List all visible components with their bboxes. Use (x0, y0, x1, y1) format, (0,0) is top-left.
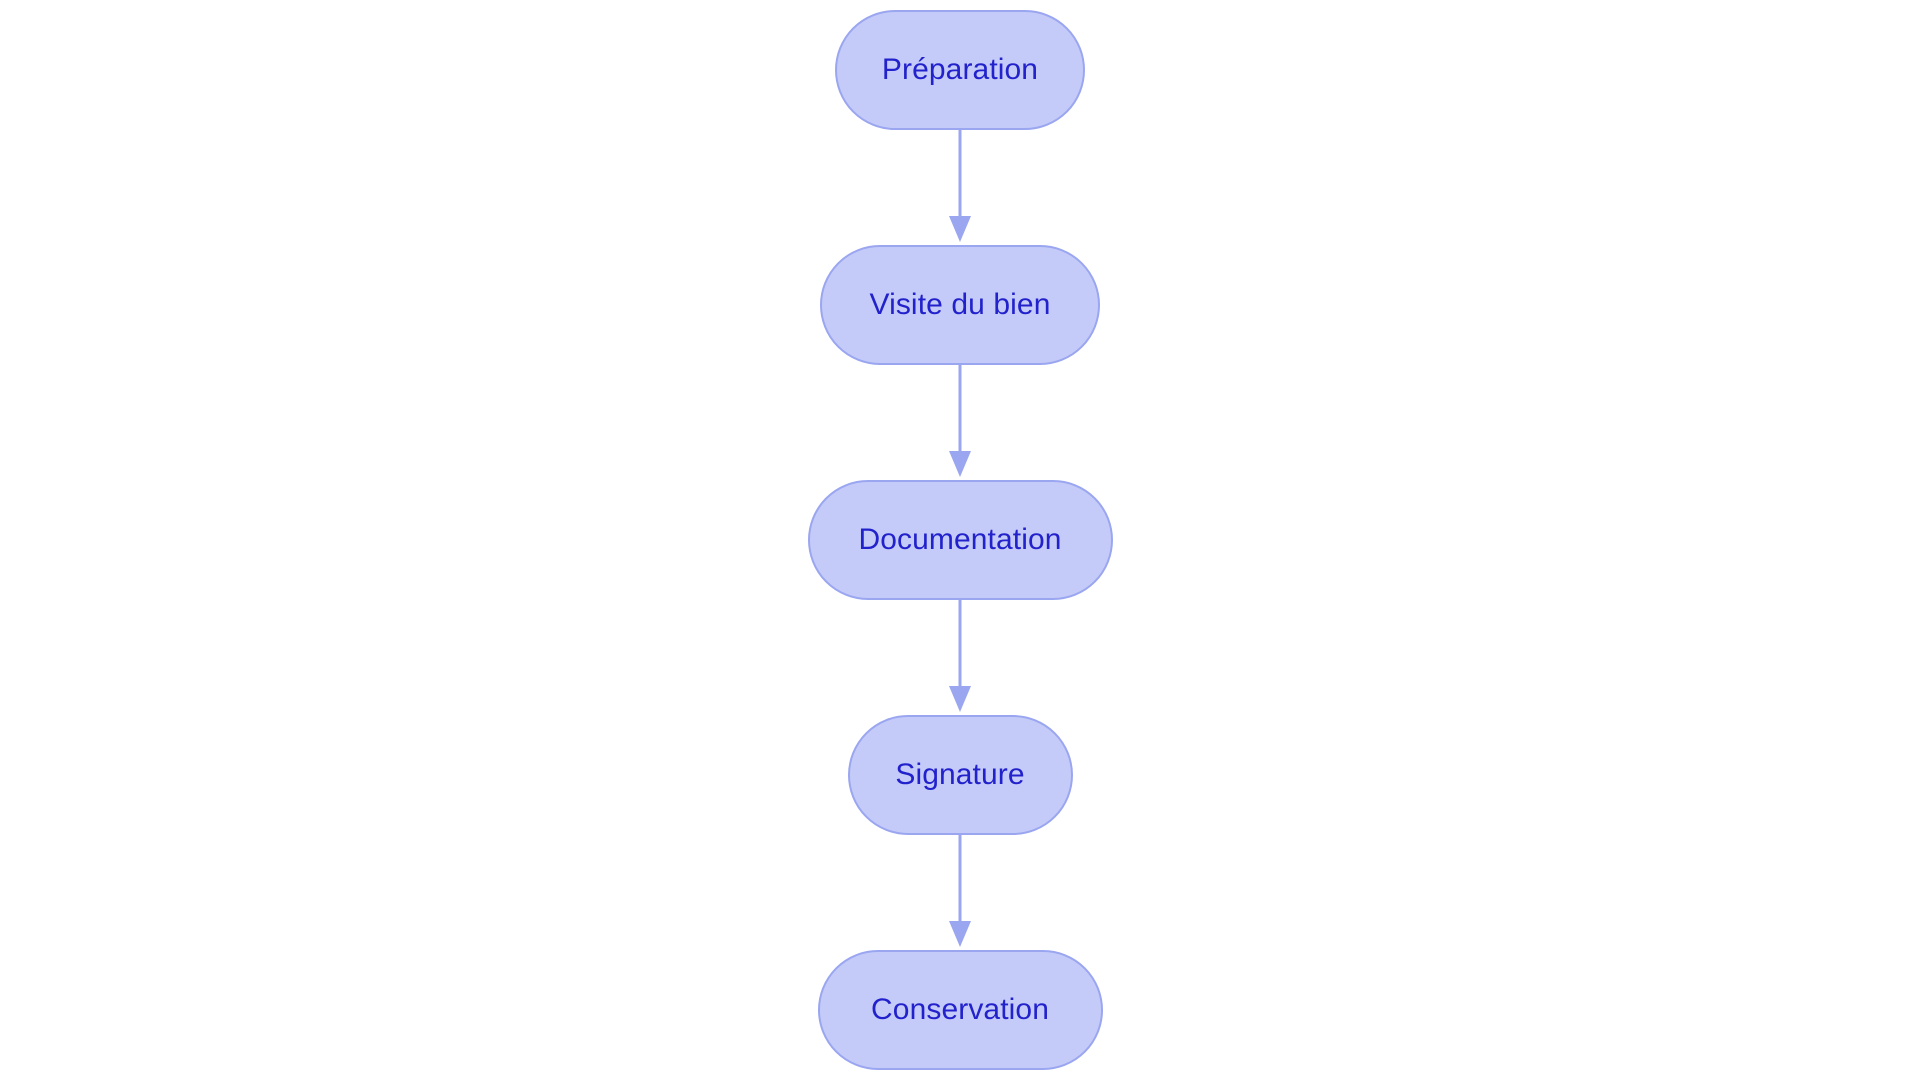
edge-line (958, 835, 962, 925)
edge-line (958, 365, 962, 455)
arrow-head-icon (949, 451, 971, 477)
flow-node-preparation[interactable]: Préparation (835, 10, 1085, 130)
flow-node-label-conservation: Conservation (871, 993, 1049, 1026)
top-spacer (960, 0, 961, 10)
flow-edge-preparation-to-visite (940, 130, 980, 245)
flow-node-label-documentation: Documentation (858, 523, 1062, 556)
flow-edge-visite-to-documentation (940, 365, 980, 480)
flow-node-label-preparation: Préparation (881, 53, 1039, 86)
flow-node-signature[interactable]: Signature (847, 715, 1073, 835)
flow-node-visite[interactable]: Visite du bien (820, 245, 1100, 365)
edge-line (958, 130, 962, 220)
edge-line (958, 600, 962, 690)
flow-node-label-visite: Visite du bien (869, 288, 1051, 321)
flow-node-documentation[interactable]: Documentation (807, 480, 1113, 600)
arrow-head-icon (949, 216, 971, 242)
flow-edge-documentation-to-signature (940, 600, 980, 715)
arrow-head-icon (949, 921, 971, 947)
flow-node-conservation[interactable]: Conservation (817, 950, 1103, 1070)
flow-edge-signature-to-conservation (940, 835, 980, 950)
arrow-head-icon (949, 686, 971, 712)
flow-node-label-signature: Signature (895, 758, 1025, 791)
